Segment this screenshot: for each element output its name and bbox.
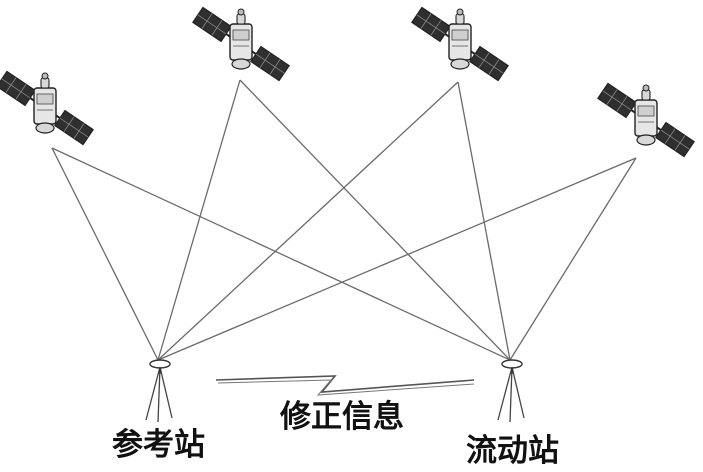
reference-station-tripod-icon xyxy=(145,359,173,423)
signal-line xyxy=(457,81,511,361)
rover-station-label: 流动站 xyxy=(466,433,559,469)
signal-line xyxy=(51,147,159,361)
satellite-icon xyxy=(596,82,696,158)
signal-line xyxy=(157,81,459,361)
satellite-icon xyxy=(410,6,510,82)
satellite-icon xyxy=(0,70,95,146)
reference-station-label: 参考站 xyxy=(112,427,205,463)
signal-line xyxy=(239,79,511,361)
signal-line xyxy=(157,79,241,361)
rover-station-tripod-icon xyxy=(497,359,525,423)
signal-lines xyxy=(51,79,637,361)
lightning-icon xyxy=(215,375,475,393)
correction-info-label: 修正信息 xyxy=(280,399,404,435)
signal-line xyxy=(51,147,511,361)
satellite-icon xyxy=(191,6,291,82)
signal-line xyxy=(157,157,637,361)
signal-line xyxy=(509,157,637,361)
